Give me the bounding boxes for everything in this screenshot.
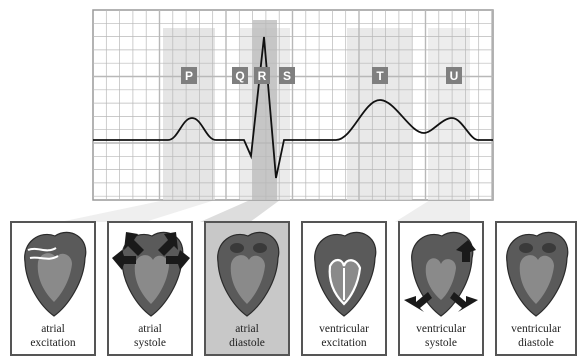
ecg-grid-panel [93, 10, 493, 200]
stage-label-line2: systole [134, 337, 166, 349]
svg-text:Q: Q [235, 69, 244, 83]
stage-label-line1: atrial [235, 323, 259, 335]
svg-text:R: R [258, 69, 267, 83]
p-wave-region [163, 28, 215, 200]
wave-label-t: T [372, 67, 388, 84]
stage-label-line1: ventricular [511, 323, 561, 335]
stage-label-line2: excitation [321, 337, 367, 349]
wave-label-r: R [254, 67, 270, 84]
stage-panels: atrial excitation atrial systole [11, 222, 576, 355]
stage-label-line2: systole [425, 337, 457, 349]
stage-panel-ventricular-diastole: ventricular diastole [496, 222, 576, 355]
stage-panel-atrial-diastole: atrial diastole [205, 222, 289, 355]
stage-panel-ventricular-systole: ventricular systole [399, 222, 483, 355]
stage-label-line1: ventricular [416, 323, 466, 335]
stage-panel-atrial-systole: atrial systole [108, 222, 192, 355]
stage-panel-ventricular-excitation: ventricular excitation [302, 222, 386, 355]
u-wave-region [428, 28, 470, 200]
wave-label-q: Q [232, 67, 248, 84]
heart-ventricle-contraction-icon [404, 232, 478, 316]
stage-label-line2: diastole [229, 337, 265, 349]
svg-text:U: U [450, 69, 459, 83]
stage-label-line2: diastole [518, 337, 554, 349]
stage-panel-atrial-excitation: atrial excitation [11, 222, 95, 355]
stage-label-line1: atrial [138, 323, 162, 335]
stage-label-line1: atrial [41, 323, 65, 335]
wave-label-p: P [181, 67, 197, 84]
wave-label-s: S [279, 67, 295, 84]
stage-label-line1: ventricular [319, 323, 369, 335]
wave-label-u: U [446, 67, 462, 84]
svg-text:S: S [283, 69, 291, 83]
stage-label-line2: excitation [30, 337, 76, 349]
t-wave-region [347, 28, 412, 200]
svg-text:T: T [376, 69, 384, 83]
svg-text:P: P [185, 69, 193, 83]
connector-shading [60, 200, 470, 222]
